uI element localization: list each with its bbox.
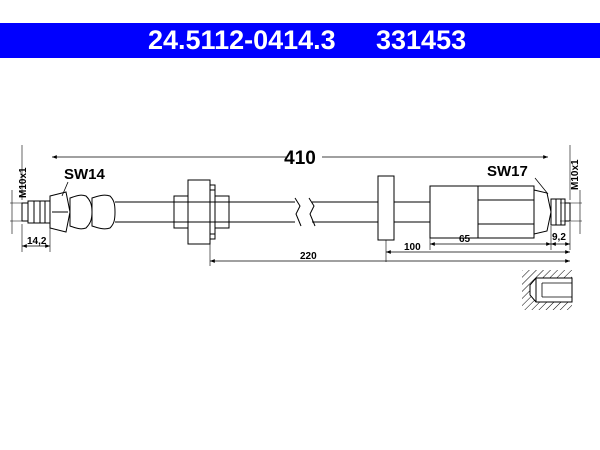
break-mark-right xyxy=(308,197,316,227)
right-nut xyxy=(533,189,552,235)
reference-number: 331453 xyxy=(376,25,467,55)
thread-right-label: M10x1 xyxy=(570,159,581,190)
right-body-length-label: 65 xyxy=(459,234,471,245)
part-number: 24.5112-0414.3 xyxy=(148,25,336,55)
break-mark-left xyxy=(294,197,302,227)
wrench-size-right: SW17 xyxy=(487,163,528,180)
right-bracket-plate xyxy=(377,175,395,241)
wrench-size-left: SW14 xyxy=(64,166,106,183)
left-bracket-distance-label: 220 xyxy=(300,251,317,262)
right-fitting-length-label: 9,2 xyxy=(552,232,566,243)
left-threaded-end xyxy=(27,200,51,224)
right-crimp-body xyxy=(429,185,479,239)
left-thread-tip xyxy=(21,202,29,222)
right-thread-tip xyxy=(564,202,571,222)
port-section-detail xyxy=(522,270,573,310)
left-crimp-sleeve xyxy=(69,194,93,230)
left-bracket-ring xyxy=(173,195,189,229)
overall-length-label: 410 xyxy=(284,148,316,169)
left-bracket-plate xyxy=(187,179,211,245)
right-bracket-distance-label: 100 xyxy=(404,242,421,253)
left-fitting-length-label: 14,2 xyxy=(27,236,47,247)
title-bar: 24.5112-0414.3 331453 xyxy=(0,23,600,58)
right-hex-sw17 xyxy=(477,185,535,239)
thread-left-label: M10x1 xyxy=(18,167,29,198)
